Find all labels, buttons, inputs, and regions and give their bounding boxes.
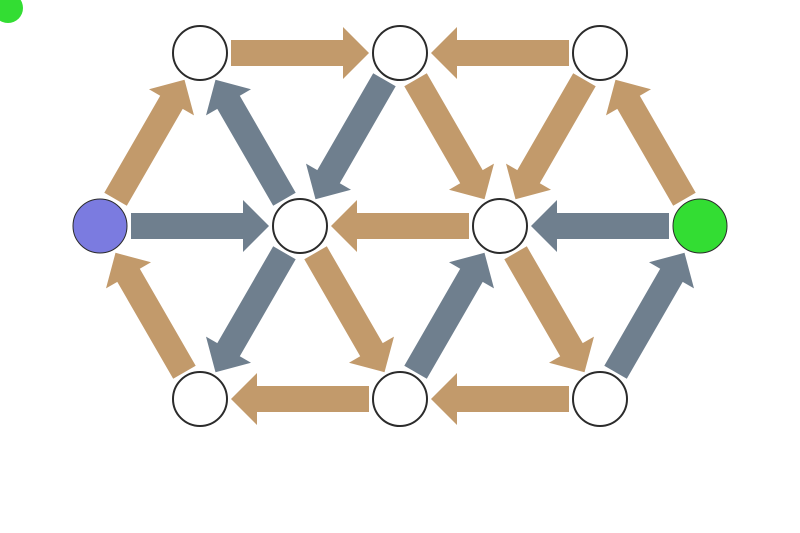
node-n5[interactable] [472,198,528,254]
arrow-n6-to-n5[interactable] [531,200,669,252]
arrow-n9-to-n6[interactable] [604,252,694,379]
arrow-n4-to-n7[interactable] [206,246,296,373]
arrows-layer [104,27,696,425]
arrow-n9-to-n8[interactable] [431,373,569,425]
arrow-n5-to-n4[interactable] [331,200,469,252]
arrow-n3-to-n2[interactable] [431,27,569,79]
arrow-n8-to-n7[interactable] [231,373,369,425]
arrow-n7-to-n0[interactable] [106,252,196,379]
arrow-n3-to-n5[interactable] [506,73,596,200]
arrow-n5-to-n9[interactable] [504,246,594,373]
arrow-n2-to-n4[interactable] [306,73,396,200]
node-n9[interactable] [572,371,628,427]
arrow-n0-to-n4[interactable] [131,200,269,252]
arrow-n4-to-n8[interactable] [304,246,394,373]
arrow-n6-to-n3[interactable] [606,79,696,206]
node-n3[interactable] [572,25,628,81]
arrow-n8-to-n5[interactable] [404,252,494,379]
node-n4[interactable] [272,198,328,254]
cursor-blob-icon [0,0,23,23]
arrow-n2-to-n5[interactable] [404,73,494,200]
start-node[interactable] [72,198,128,254]
arrow-n0-to-n1[interactable] [104,79,194,206]
arrow-n1-to-n2[interactable] [231,27,369,79]
node-n7[interactable] [172,371,228,427]
node-n1[interactable] [172,25,228,81]
node-n2[interactable] [372,25,428,81]
goal-node[interactable] [672,198,728,254]
node-n8[interactable] [372,371,428,427]
arrow-n4-to-n1[interactable] [206,79,296,206]
nodes-layer [72,25,728,427]
